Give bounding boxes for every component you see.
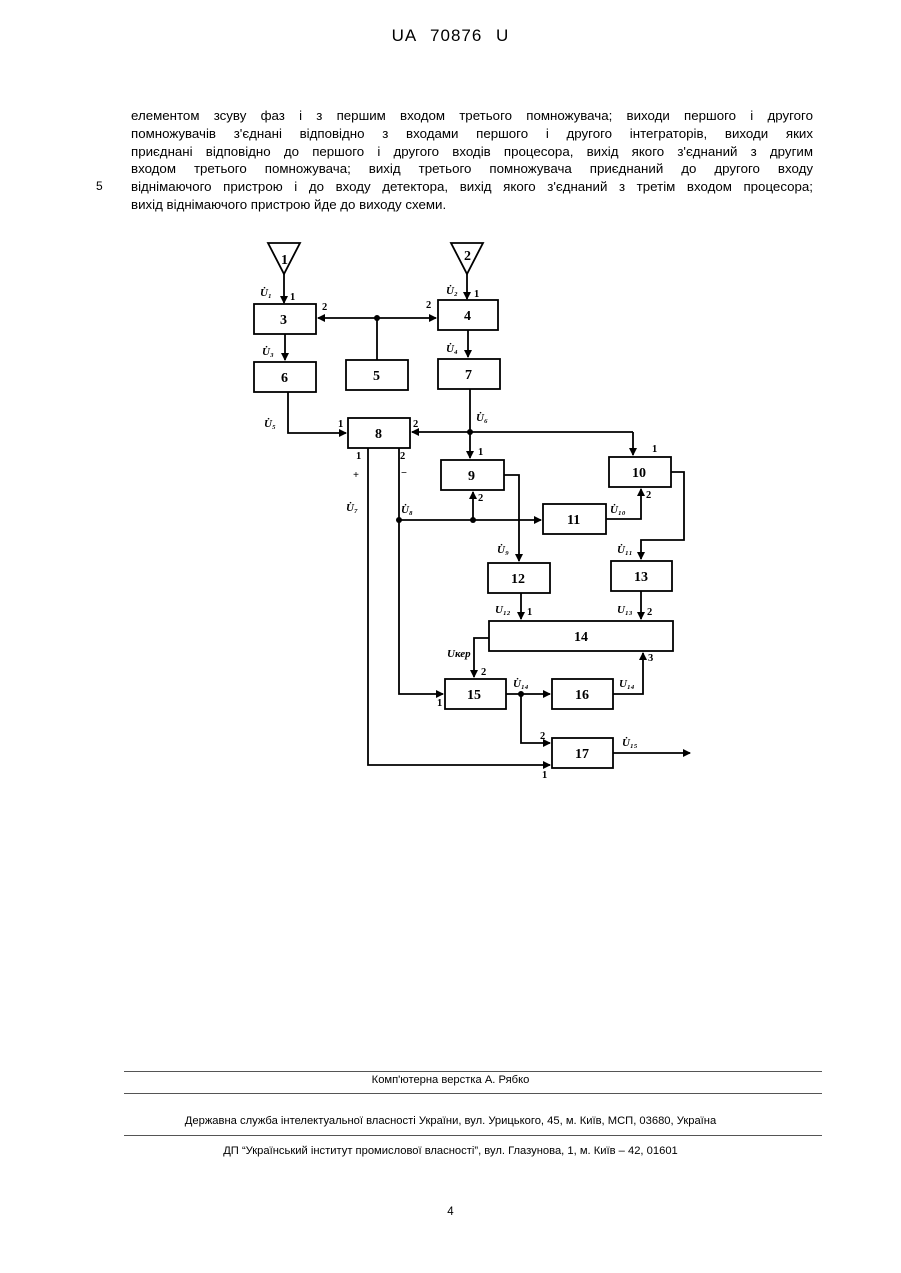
port-label: −	[401, 468, 407, 479]
block-8-label: 8	[375, 427, 382, 442]
signal-u14-label: U̇₁₄	[513, 677, 529, 690]
block-17-label: 17	[575, 747, 589, 762]
signal-u11-label: U̇₁₁	[617, 543, 633, 556]
port-label: 2	[413, 419, 418, 430]
port-label: 1	[652, 444, 657, 455]
signal-u6-label: U̇₆	[476, 411, 488, 424]
signal-ucer-label: Uкер	[447, 648, 471, 660]
antenna-1-label: 1	[281, 253, 288, 268]
port-label: 1	[527, 607, 532, 618]
port-label: 2	[426, 300, 431, 311]
signal-u7-label: U̇₇	[346, 501, 358, 514]
port-label: 1	[338, 419, 343, 430]
signal-u14-label: U₁₄	[619, 678, 635, 690]
signal-u13-label: U₁₃	[617, 604, 633, 616]
signal-u15-label: U̇₁₅	[622, 736, 638, 749]
block-14-label: 14	[574, 630, 588, 645]
signal-u4-label: U̇₄	[446, 342, 458, 355]
block-diagram: 1 2 3 4 5 6 7 8 9 10 11 12 13 14 15 16 1…	[0, 0, 901, 800]
port-label: 2	[322, 302, 327, 313]
signal-u9-label: U̇₉	[497, 543, 509, 556]
port-label: 2	[400, 451, 405, 462]
port-label: 1	[542, 770, 547, 781]
footer-divider	[124, 1071, 822, 1072]
port-label: 2	[647, 607, 652, 618]
signal-u2-label: U̇₂	[446, 284, 458, 297]
port-label: 2	[540, 731, 545, 742]
page-number: 4	[0, 1206, 901, 1218]
port-label: 3	[648, 653, 653, 664]
footer-institute: ДП “Український інститут промислової вла…	[0, 1145, 901, 1157]
footer-divider	[124, 1135, 822, 1136]
block-12-label: 12	[511, 572, 525, 587]
block-6-label: 6	[281, 371, 288, 386]
port-label: 1	[290, 292, 295, 303]
block-10-label: 10	[632, 466, 646, 481]
antenna-2-label: 2	[464, 249, 471, 264]
block-4-label: 4	[464, 309, 471, 324]
port-label: 1	[437, 698, 442, 709]
block-15-label: 15	[467, 688, 481, 703]
signal-u1-label: U̇₁	[260, 286, 272, 299]
signal-u8-label: U̇₈	[401, 503, 413, 516]
block-11-label: 11	[567, 513, 580, 528]
block-16-label: 16	[575, 688, 589, 703]
port-label: +	[353, 470, 359, 481]
port-label: 2	[646, 490, 651, 501]
footer-layout-credit: Комп'ютерна верстка А. Рябко	[0, 1074, 901, 1086]
port-label: 2	[481, 667, 486, 678]
signal-u10-label: U̇₁₀	[610, 503, 626, 516]
footer-divider	[124, 1093, 822, 1094]
block-9-label: 9	[468, 469, 475, 484]
port-label: 1	[356, 451, 361, 462]
block-7-label: 7	[465, 368, 472, 383]
block-13-label: 13	[634, 570, 648, 585]
block-3-label: 3	[280, 313, 287, 328]
port-label: 1	[474, 289, 479, 300]
signal-u5-label: U̇₅	[264, 417, 276, 430]
signal-u3-label: U̇₃	[262, 345, 274, 358]
block-5-label: 5	[373, 369, 380, 384]
footer-agency: Державна служба інтелектуальної власност…	[0, 1115, 901, 1127]
port-label: 1	[478, 447, 483, 458]
signal-u12-label: U₁₂	[495, 604, 511, 616]
port-label: 2	[478, 493, 483, 504]
